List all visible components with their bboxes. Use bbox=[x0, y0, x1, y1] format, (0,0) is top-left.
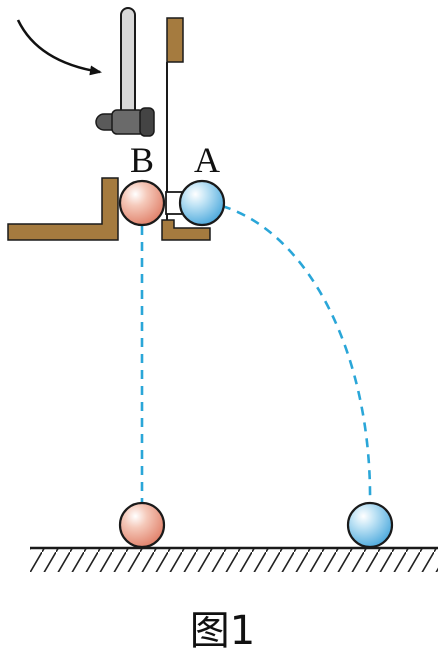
ball-b-landed bbox=[118, 501, 166, 549]
hammer-icon bbox=[95, 7, 155, 137]
right-support bbox=[161, 219, 211, 241]
spring-plate bbox=[166, 17, 184, 63]
ball-a-initial bbox=[178, 179, 226, 227]
label-b: B bbox=[130, 140, 154, 180]
left-support bbox=[7, 177, 119, 241]
ball-a-landed bbox=[346, 501, 394, 549]
curved-arrow-icon bbox=[16, 19, 102, 76]
trajectory-a bbox=[221, 204, 372, 505]
figure-caption: 图1 bbox=[189, 608, 256, 654]
hatched-ground-icon bbox=[30, 546, 438, 572]
ball-b-initial bbox=[118, 179, 166, 227]
label-a: A bbox=[194, 140, 220, 180]
